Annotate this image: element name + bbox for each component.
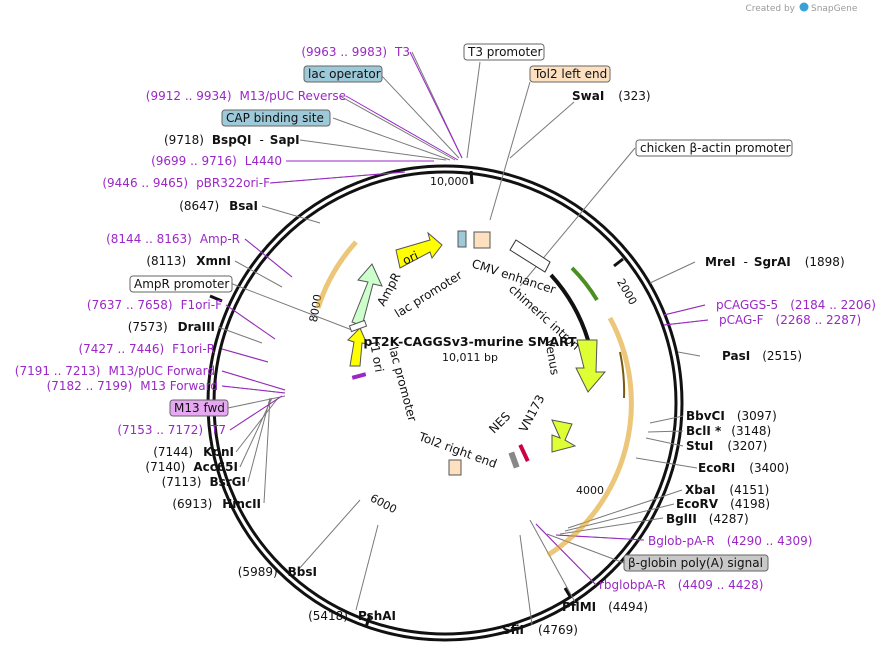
- box-t3-promoter[interactable]: [463, 43, 545, 61]
- tol2-left-end-label: Tol2 left end: [533, 67, 607, 81]
- enzyme-pflmi-label[interactable]: PflMI(4494): [562, 600, 648, 614]
- lac-operator-feature[interactable]: [457, 230, 467, 248]
- primer-m13rev-label[interactable]: (9912 .. 9934)M13/pUC Reverse: [146, 89, 346, 103]
- nes-feature[interactable]: [508, 451, 520, 469]
- nes-marker-feature[interactable]: [518, 443, 530, 463]
- ampr-label: AmpR: [374, 270, 403, 308]
- t3-promoter-label: T3 promoter: [467, 45, 543, 59]
- enzyme-pshai-label[interactable]: (5418)PshAI: [308, 609, 396, 623]
- ampr-promoter-box-label: AmpR promoter: [134, 277, 229, 291]
- enzyme-bbsi-label[interactable]: (5989)BbsI: [238, 565, 317, 579]
- box-bglobin-polya[interactable]: [623, 554, 769, 572]
- vn173-feature[interactable]: [551, 419, 577, 453]
- tick-label-2000: 2000: [614, 276, 639, 307]
- primer-m13pucfwd-label[interactable]: (7191 .. 7213)M13/pUC Forward: [15, 364, 215, 378]
- backbone-inner-ring: [212, 170, 678, 636]
- tick-label-4000: 4000: [576, 484, 604, 497]
- primer-leader-lines: [221, 51, 709, 586]
- primer-rbglobpar-label[interactable]: rbglobpA-R(4409 .. 4428): [599, 578, 763, 592]
- enzyme-draiii-label[interactable]: (7573)DraIII: [128, 320, 215, 334]
- nes-label: NES: [486, 409, 513, 436]
- f1-ori-feature[interactable]: [347, 327, 368, 367]
- backbone-outer-ring: [206, 164, 684, 642]
- chimeric-intron-arc: [570, 266, 599, 302]
- primer-pcagf-label[interactable]: pCAG-F(2268 .. 2287): [719, 313, 861, 327]
- enzyme-bcli-label[interactable]: BclI *(3148): [686, 424, 771, 438]
- enzyme-bbvci-label[interactable]: BbvCI(3097): [686, 409, 777, 423]
- plasmid-name: pT2K-CAGGSv3-murine SMART: [363, 334, 577, 349]
- orf-arc-right: [546, 316, 634, 558]
- f1-ori-label: f1 ori: [367, 340, 386, 373]
- tick-label-6000: 6000: [368, 492, 399, 517]
- enzyme-bglii-label[interactable]: BglII(4287): [666, 512, 749, 526]
- primer-t3-label[interactable]: (9963 .. 9983)T3: [301, 45, 410, 59]
- box-m13-fwd[interactable]: [169, 399, 229, 417]
- primer-t7-label[interactable]: (7153 .. 7172)T7: [117, 423, 226, 437]
- bglobin-polya-label: β-globin poly(A) signal: [628, 556, 763, 570]
- enzyme-bspqi-label[interactable]: (9718)BspQI-SapI: [164, 133, 300, 147]
- primer-ampr-label[interactable]: (8144 .. 8163)Amp-R: [106, 232, 240, 246]
- primer-f1orif-label[interactable]: (7637 .. 7658)F1ori-F: [87, 298, 222, 312]
- tick-mark-6000: [364, 614, 372, 628]
- ampr-feature[interactable]: [351, 263, 383, 327]
- tick-mark-2000: [613, 257, 624, 268]
- orf-arc-left: [315, 240, 358, 309]
- lac-promoter-label: lac promoter: [392, 268, 465, 321]
- chicken-actin-promoter-feature[interactable]: [549, 273, 590, 341]
- plasmid-length: 10,011 bp: [442, 351, 498, 364]
- enzyme-kpni-label[interactable]: (7144)KpnI: [153, 445, 234, 459]
- chicken-actin-label: chicken β-actin promoter: [640, 141, 791, 155]
- enzyme-hincii-label[interactable]: (6913)HincII: [172, 497, 261, 511]
- tol2-right-end-feature[interactable]: [448, 459, 462, 476]
- enzyme-bsai-label[interactable]: (8647)BsaI: [179, 199, 258, 213]
- tol2-left-end-feature[interactable]: [473, 231, 491, 249]
- enzyme-acc65i-label[interactable]: (7140)Acc65I: [145, 460, 238, 474]
- enzyme-mrei-label[interactable]: MreI-SgrAI(1898): [705, 255, 845, 269]
- primer-pcaggs5-label[interactable]: pCAGGS-5(2184 .. 2206): [716, 298, 876, 312]
- venus-label: Venus: [542, 338, 562, 376]
- primer-m13forward-label[interactable]: (7182 .. 7199)M13 Forward: [47, 379, 218, 393]
- lac-promoter-side-label: lac promoter: [386, 345, 419, 423]
- enzyme-ecorv-label[interactable]: EcoRV(4198): [676, 497, 770, 511]
- tick-mark-10000: [469, 170, 474, 185]
- primer-bglobpar-label[interactable]: Bglob-pA-R(4290 .. 4309): [648, 534, 812, 548]
- box-cap-binding[interactable]: [221, 109, 331, 127]
- vn173-label: VN173: [516, 392, 547, 434]
- tick-mark-8000: [209, 294, 223, 303]
- enzyme-pasi-label[interactable]: PasI(2515): [722, 349, 802, 363]
- enzyme-ecori-label[interactable]: EcoRI(3400): [698, 461, 789, 475]
- primer-f1orir-label[interactable]: (7427 .. 7446)F1ori-R: [78, 342, 215, 356]
- box-ampr-promoter[interactable]: [129, 275, 233, 293]
- primer-pbr322-label[interactable]: (9446 .. 9465)pBR322ori-F: [102, 176, 270, 190]
- lac-operator-label: lac operator: [308, 67, 381, 81]
- cap-binding-label: CAP binding site: [226, 111, 324, 125]
- cmv-enhancer-feature[interactable]: [509, 239, 551, 273]
- enzyme-xbai-label[interactable]: XbaI(4151): [685, 483, 769, 497]
- enzyme-swai-label[interactable]: SwaI(323): [572, 89, 651, 103]
- venus-feature[interactable]: [575, 339, 607, 393]
- m13-fwd-label: M13 fwd: [174, 401, 225, 415]
- lac-promoter-feature[interactable]: [351, 372, 367, 380]
- box-lac-operator[interactable]: [303, 65, 383, 83]
- box-tol2-left[interactable]: [529, 65, 611, 83]
- credit-brand[interactable]: SnapGene: [811, 4, 858, 14]
- enzyme-xmni-label[interactable]: (8113)XmnI: [146, 254, 231, 268]
- enzyme-stui-label[interactable]: StuI(3207): [686, 439, 767, 453]
- enzyme-bsrgi-label[interactable]: (7113)BsrGI: [162, 475, 246, 489]
- ampr-promoter-feature[interactable]: [348, 319, 368, 333]
- tick-label-10000: 10,000: [430, 175, 469, 188]
- ori-label: ori: [400, 248, 420, 267]
- orf-arc-right-inner: [619, 351, 626, 399]
- tick-mark-4000: [563, 587, 573, 599]
- credit-text: Created by: [745, 4, 795, 14]
- primer-l4440-label[interactable]: (9699 .. 9716)L4440: [151, 154, 282, 168]
- ori-feature[interactable]: [395, 231, 443, 269]
- enzyme-sfii-label[interactable]: SfiI(4769): [502, 623, 578, 637]
- snapgene-logo-icon: [799, 2, 809, 12]
- box-chicken-actin[interactable]: [635, 139, 793, 157]
